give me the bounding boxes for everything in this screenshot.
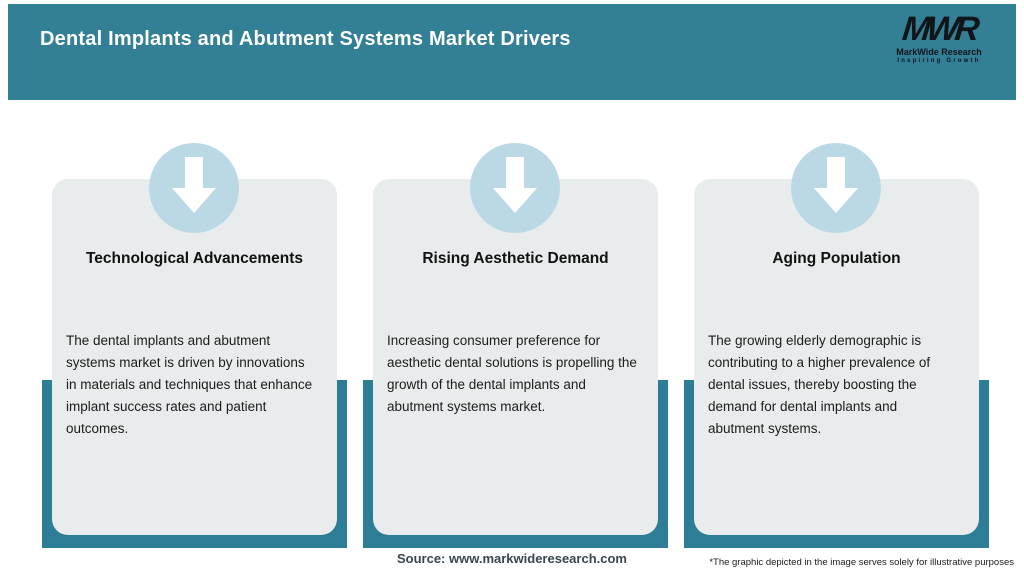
- source-text: Source: www.markwideresearch.com: [396, 551, 627, 566]
- driver-card: Technological Advancements The dental im…: [52, 179, 337, 535]
- logo-name: MarkWide Research: [896, 47, 982, 57]
- arrow-down-icon: [470, 143, 560, 233]
- driver-card-group-aging-population: Aging Population The growing elderly dem…: [684, 143, 989, 548]
- card-description: Increasing consumer preference for aesth…: [387, 333, 637, 414]
- page-title: Dental Implants and Abutment Systems Mar…: [40, 28, 571, 50]
- markwide-research-logo: MWR MarkWide Research Inspiring Growth: [884, 10, 994, 65]
- arrow-down-icon: [791, 143, 881, 233]
- card-title: Rising Aesthetic Demand: [422, 250, 609, 267]
- driver-card-group-technological-advancements: Technological Advancements The dental im…: [42, 143, 347, 548]
- header-bar: Dental Implants and Abutment Systems Mar…: [8, 4, 1016, 100]
- card-title: Technological Advancements: [85, 250, 304, 267]
- card-description: The dental implants and abutment systems…: [66, 333, 313, 436]
- driver-card-group-rising-aesthetic-demand: Rising Aesthetic Demand Increasing consu…: [363, 143, 668, 548]
- arrow-down-icon: [149, 143, 239, 233]
- card-title: Aging Population: [772, 250, 901, 267]
- driver-card: Aging Population The growing elderly dem…: [694, 179, 979, 535]
- logo-tagline: Inspiring Growth: [897, 58, 981, 64]
- driver-card: Rising Aesthetic Demand Increasing consu…: [373, 179, 658, 535]
- disclaimer-text: *The graphic depicted in the image serve…: [709, 557, 1014, 568]
- logo-monogram: MWR: [900, 10, 978, 48]
- card-description: The growing elderly demographic is contr…: [708, 333, 931, 436]
